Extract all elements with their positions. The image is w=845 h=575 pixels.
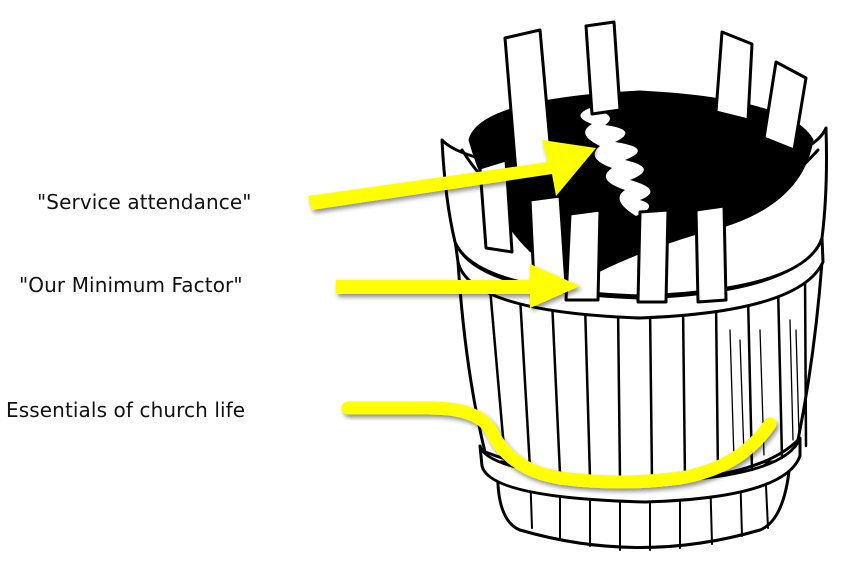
label-service-attendance: "Service attendance" [37, 190, 252, 214]
stave-right-upper [716, 32, 752, 120]
label-minimum-factor: "Our Minimum Factor" [19, 273, 243, 297]
label-essentials: Essentials of church life [6, 398, 245, 422]
stave-front-right [696, 206, 726, 302]
stave-front-mid [638, 210, 668, 302]
stave-center-tall [586, 22, 620, 114]
